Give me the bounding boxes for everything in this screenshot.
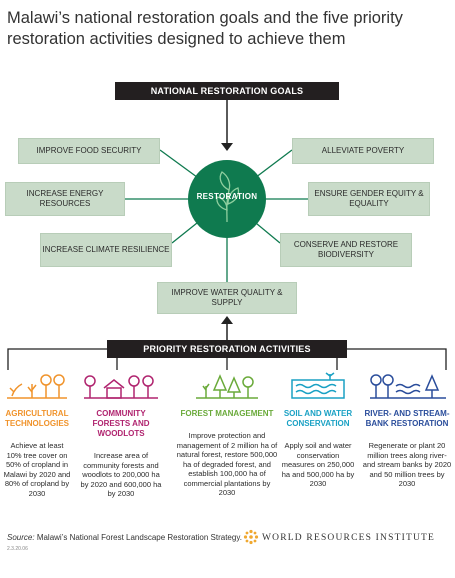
- source-note: Source: Malawi’s National Forest Landsca…: [7, 533, 242, 542]
- goal-energy-resources: INCREASE ENERGY RESOURCES: [5, 182, 125, 216]
- source-label: Source:: [7, 533, 35, 542]
- activity-description: Increase area of community forests and w…: [80, 451, 162, 498]
- activity-title: AGRICULTURAL TECHNOLOGIES: [4, 409, 69, 428]
- forest-icon: [196, 374, 258, 399]
- activity-description: Regenerate or plant 20 million trees alo…: [362, 441, 452, 488]
- activity-title: FOREST MANAGEMENT: [180, 409, 274, 418]
- goal-alleviate-poverty: ALLEVIATE POVERTY: [292, 138, 434, 164]
- activity-title: SOIL AND WATER CONSERVATION: [283, 409, 353, 428]
- activity-description: Improve protection and management of 2 m…: [176, 431, 278, 497]
- leaf-icon: [216, 171, 240, 223]
- goal-climate-resilience: INCREASE CLIMATE RESILIENCE: [40, 233, 172, 267]
- goal-water-quality: IMPROVE WATER QUALITY & SUPPLY: [157, 282, 297, 314]
- activity-riverbank: RIVER- AND STREAM-BANK RESTORATION Regen…: [362, 372, 452, 489]
- goals-header: NATIONAL RESTORATION GOALS: [115, 82, 339, 100]
- soil-water-icon: [291, 372, 345, 399]
- activity-community-forests: COMMUNITY FORESTS AND WOODLOTS Increase …: [80, 372, 162, 499]
- activities-header: PRIORITY RESTORATION ACTIVITIES: [107, 340, 347, 358]
- hub-label: RESTORATION: [196, 192, 258, 201]
- arrow-up-icon: [221, 316, 233, 324]
- crops-trees-icon: [7, 374, 67, 399]
- activity-agricultural: AGRICULTURAL TECHNOLOGIES Achieve at lea…: [2, 372, 72, 498]
- goal-food-security: IMPROVE FOOD SECURITY: [18, 138, 160, 164]
- goal-gender-equity: ENSURE GENDER EQUITY & EQUALITY: [308, 182, 430, 216]
- activity-description: Achieve at least 10% tree cover on 50% o…: [3, 441, 71, 498]
- source-text: Malawi’s National Forest Landscape Resto…: [36, 533, 242, 542]
- activity-title: RIVER- AND STREAM-BANK RESTORATION: [364, 409, 450, 428]
- activity-forest-management: FOREST MANAGEMENT Improve protection and…: [176, 372, 278, 498]
- activity-title: COMMUNITY FORESTS AND WOODLOTS: [92, 409, 150, 438]
- goal-biodiversity: CONSERVE AND RESTORE BIODIVERSITY: [280, 233, 412, 267]
- page-title: Malawi’s national restoration goals and …: [7, 9, 403, 48]
- village-trees-icon: [84, 375, 158, 399]
- activity-soil-water: SOIL AND WATER CONSERVATION Apply soil a…: [280, 372, 356, 489]
- arrow-down-icon: [221, 143, 233, 151]
- activity-description: Apply soil and water conservation measur…: [281, 441, 355, 488]
- wri-logo-icon: [243, 529, 259, 550]
- riverbank-trees-icon: [370, 374, 446, 399]
- restoration-hub: [188, 160, 266, 238]
- figure-code: 2.3.20.06: [7, 546, 28, 552]
- wri-wordmark: WORLD RESOURCES INSTITUTE: [262, 533, 436, 543]
